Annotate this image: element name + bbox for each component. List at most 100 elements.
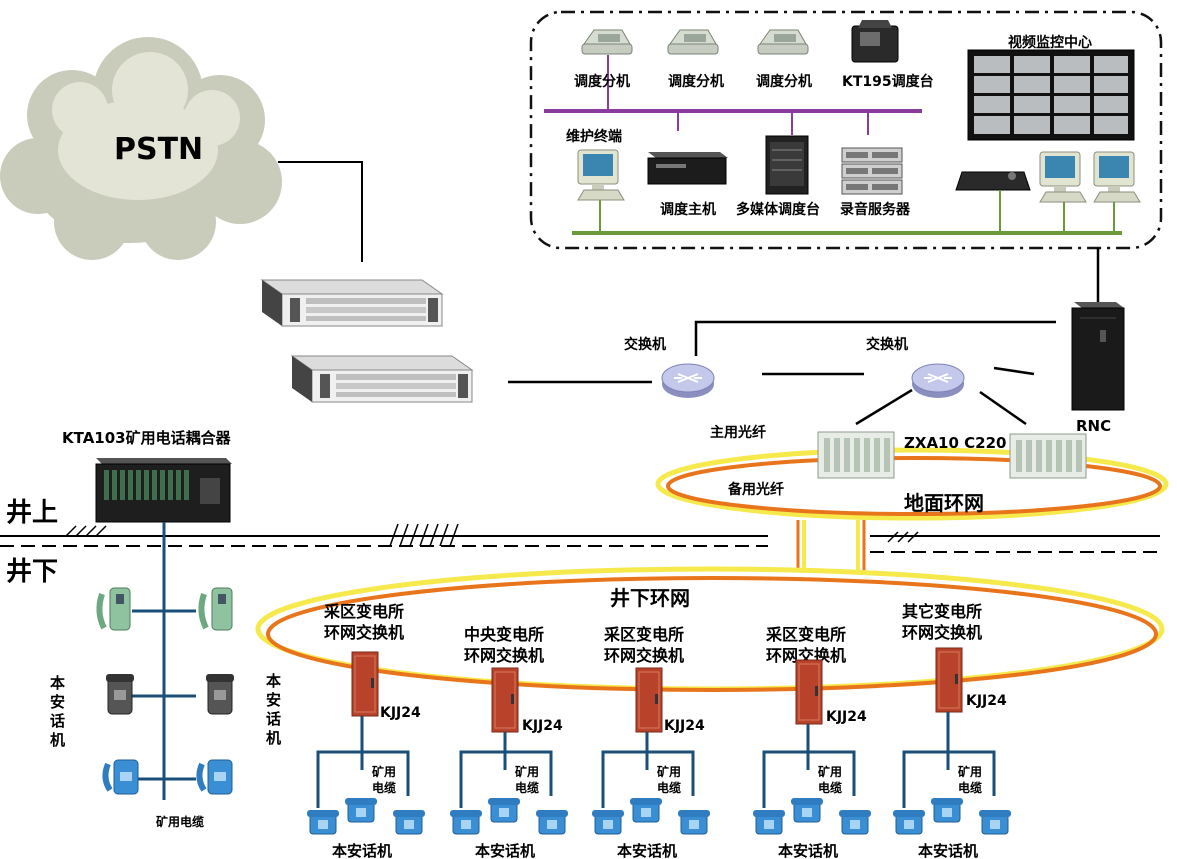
- coupler-cable-label: 矿用电缆: [156, 814, 204, 829]
- recording-server-stack[interactable]: [841, 147, 903, 195]
- mine-cable-label: 矿用: [657, 764, 681, 779]
- main-fiber-label: 主用光纤: [710, 424, 766, 441]
- ground-ring-orange: [666, 456, 1162, 516]
- kt195-console-device[interactable]: [851, 20, 899, 63]
- recording-server-label: 录音服务器: [840, 201, 911, 218]
- zxa10-chassis-left[interactable]: [817, 431, 895, 479]
- wall-phone-blue-left[interactable]: [105, 760, 138, 794]
- intrinsic-safe-phone[interactable]: [790, 797, 824, 823]
- video-monitoring-wall[interactable]: [967, 49, 1135, 141]
- pstn-cloud: [0, 37, 282, 260]
- kjj24-label: KJJ24: [380, 705, 421, 721]
- substation-name: 采区变电所: [603, 625, 684, 644]
- mine-cable-label: 矿用: [515, 764, 539, 779]
- pstn-label: PSTN: [114, 132, 203, 167]
- multimedia-console-cabinet[interactable]: [765, 135, 809, 195]
- intrinsic-safe-phone[interactable]: [978, 809, 1012, 835]
- mine-cable-label: 电缆: [818, 780, 842, 795]
- wall-phone-dark-left[interactable]: [105, 673, 135, 715]
- zxa10-label: ZXA10 C220: [904, 434, 1006, 452]
- kjj24-cabinet[interactable]: [935, 647, 963, 713]
- dispatch-host-server[interactable]: [647, 152, 728, 185]
- wall-phone-dark-right[interactable]: [205, 673, 235, 715]
- substation-name: 其它变电所: [902, 602, 982, 621]
- zone-above-label: 井上: [6, 498, 58, 528]
- kt195-console-label: KT195调度台: [842, 73, 934, 90]
- telephone-exchange-unit-bottom[interactable]: [291, 355, 473, 403]
- right-phones-label: 本安话机: [266, 672, 281, 747]
- underground-ring-label: 井下环网: [610, 586, 690, 610]
- substation-switch-label: 环网交换机: [902, 623, 982, 642]
- intrinsic-safe-phone[interactable]: [892, 809, 926, 835]
- kjj24-label: KJJ24: [966, 693, 1007, 709]
- intrinsic-safe-phone[interactable]: [930, 797, 964, 823]
- underground-ring-orange: [266, 576, 1158, 692]
- video-keyboard-controller[interactable]: [955, 171, 1031, 233]
- intrinsic-safe-phone[interactable]: [838, 809, 872, 835]
- boundary-hatching: [65, 523, 919, 547]
- substation-switch-label: 环网交换机: [604, 646, 684, 665]
- dispatch-extension-2-label: 调度分机: [668, 73, 724, 90]
- intrinsic-safe-phone-label: 本安话机: [332, 842, 392, 859]
- dispatch-host-label: 调度主机: [660, 201, 716, 218]
- switch-to-zxa-link-2: [979, 390, 1027, 426]
- telephone-exchange-unit-top[interactable]: [261, 279, 443, 327]
- left-phones-label: 本安话机: [50, 674, 65, 749]
- switch-right-router[interactable]: [911, 363, 965, 399]
- wall-phone-blue-right[interactable]: [199, 760, 232, 794]
- intrinsic-safe-phone[interactable]: [449, 809, 483, 835]
- multimedia-console-label: 多媒体调度台: [736, 201, 820, 218]
- substation-name: 中央变电所: [464, 625, 544, 644]
- substation-name: 采区变电所: [323, 602, 404, 621]
- kta103-coupler-device[interactable]: [95, 458, 232, 523]
- intrinsic-safe-phone[interactable]: [752, 809, 786, 835]
- switch-left-label: 交换机: [624, 336, 666, 353]
- kjj24-cabinet[interactable]: [635, 667, 663, 733]
- intrinsic-safe-phone-label: 本安话机: [918, 842, 978, 859]
- video-workstation-2[interactable]: [1093, 151, 1141, 233]
- intrinsic-safe-phone[interactable]: [306, 809, 340, 835]
- intrinsic-safe-phone[interactable]: [591, 809, 625, 835]
- intrinsic-safe-phone[interactable]: [629, 797, 663, 823]
- wall-phone-green-right[interactable]: [201, 588, 232, 630]
- intrinsic-safe-phone[interactable]: [392, 809, 426, 835]
- mine-cable-label: 电缆: [657, 780, 681, 795]
- intrinsic-safe-phone[interactable]: [487, 797, 521, 823]
- switch-right-label: 交换机: [866, 336, 908, 353]
- dispatch-extension-phone-2[interactable]: [667, 29, 719, 55]
- ground-ring-yellow: [655, 447, 1169, 521]
- substation-switch-label: 环网交换机: [324, 623, 404, 642]
- intrinsic-safe-phone[interactable]: [535, 809, 569, 835]
- dispatch-room-frame: [529, 10, 1163, 250]
- ground-ring-label: 地面环网: [904, 491, 984, 515]
- substation-switch-label: 环网交换机: [464, 646, 544, 665]
- maintenance-terminal-label: 维护终端: [566, 128, 622, 145]
- dispatch-extension-phone-3[interactable]: [757, 29, 809, 55]
- rnc-label: RNC: [1076, 417, 1111, 435]
- switch-to-zxa-link-1: [855, 388, 913, 426]
- kjj24-cabinet[interactable]: [351, 651, 379, 717]
- dispatch-extension-3-label: 调度分机: [756, 73, 812, 90]
- switch-left-router[interactable]: [661, 363, 715, 399]
- mine-cable-label: 矿用: [818, 764, 842, 779]
- video-workstation-1[interactable]: [1039, 151, 1087, 233]
- maintenance-terminal-computer[interactable]: [577, 149, 625, 233]
- backup-fiber-label: 备用光纤: [727, 481, 784, 498]
- rnc-cabinet[interactable]: [1071, 302, 1125, 411]
- intrinsic-safe-phone[interactable]: [344, 797, 378, 823]
- substation-name: 采区变电所: [765, 625, 846, 644]
- video-center-label: 视频监控中心: [1008, 34, 1092, 51]
- right-phones-char-1: 本安话机: [266, 672, 281, 747]
- zxa10-chassis-right[interactable]: [1009, 433, 1087, 479]
- substation-switch-label: 环网交换机: [766, 646, 846, 665]
- dispatch-extension-phone-1[interactable]: [581, 29, 633, 111]
- wall-phone-green-left[interactable]: [99, 588, 130, 630]
- kjj24-cabinet[interactable]: [491, 667, 519, 733]
- kjj24-cabinet[interactable]: [795, 659, 823, 725]
- mine-cable-label: 电缆: [372, 780, 396, 795]
- intrinsic-safe-phone[interactable]: [677, 809, 711, 835]
- left-phones-char-1: 本安话机: [50, 674, 65, 749]
